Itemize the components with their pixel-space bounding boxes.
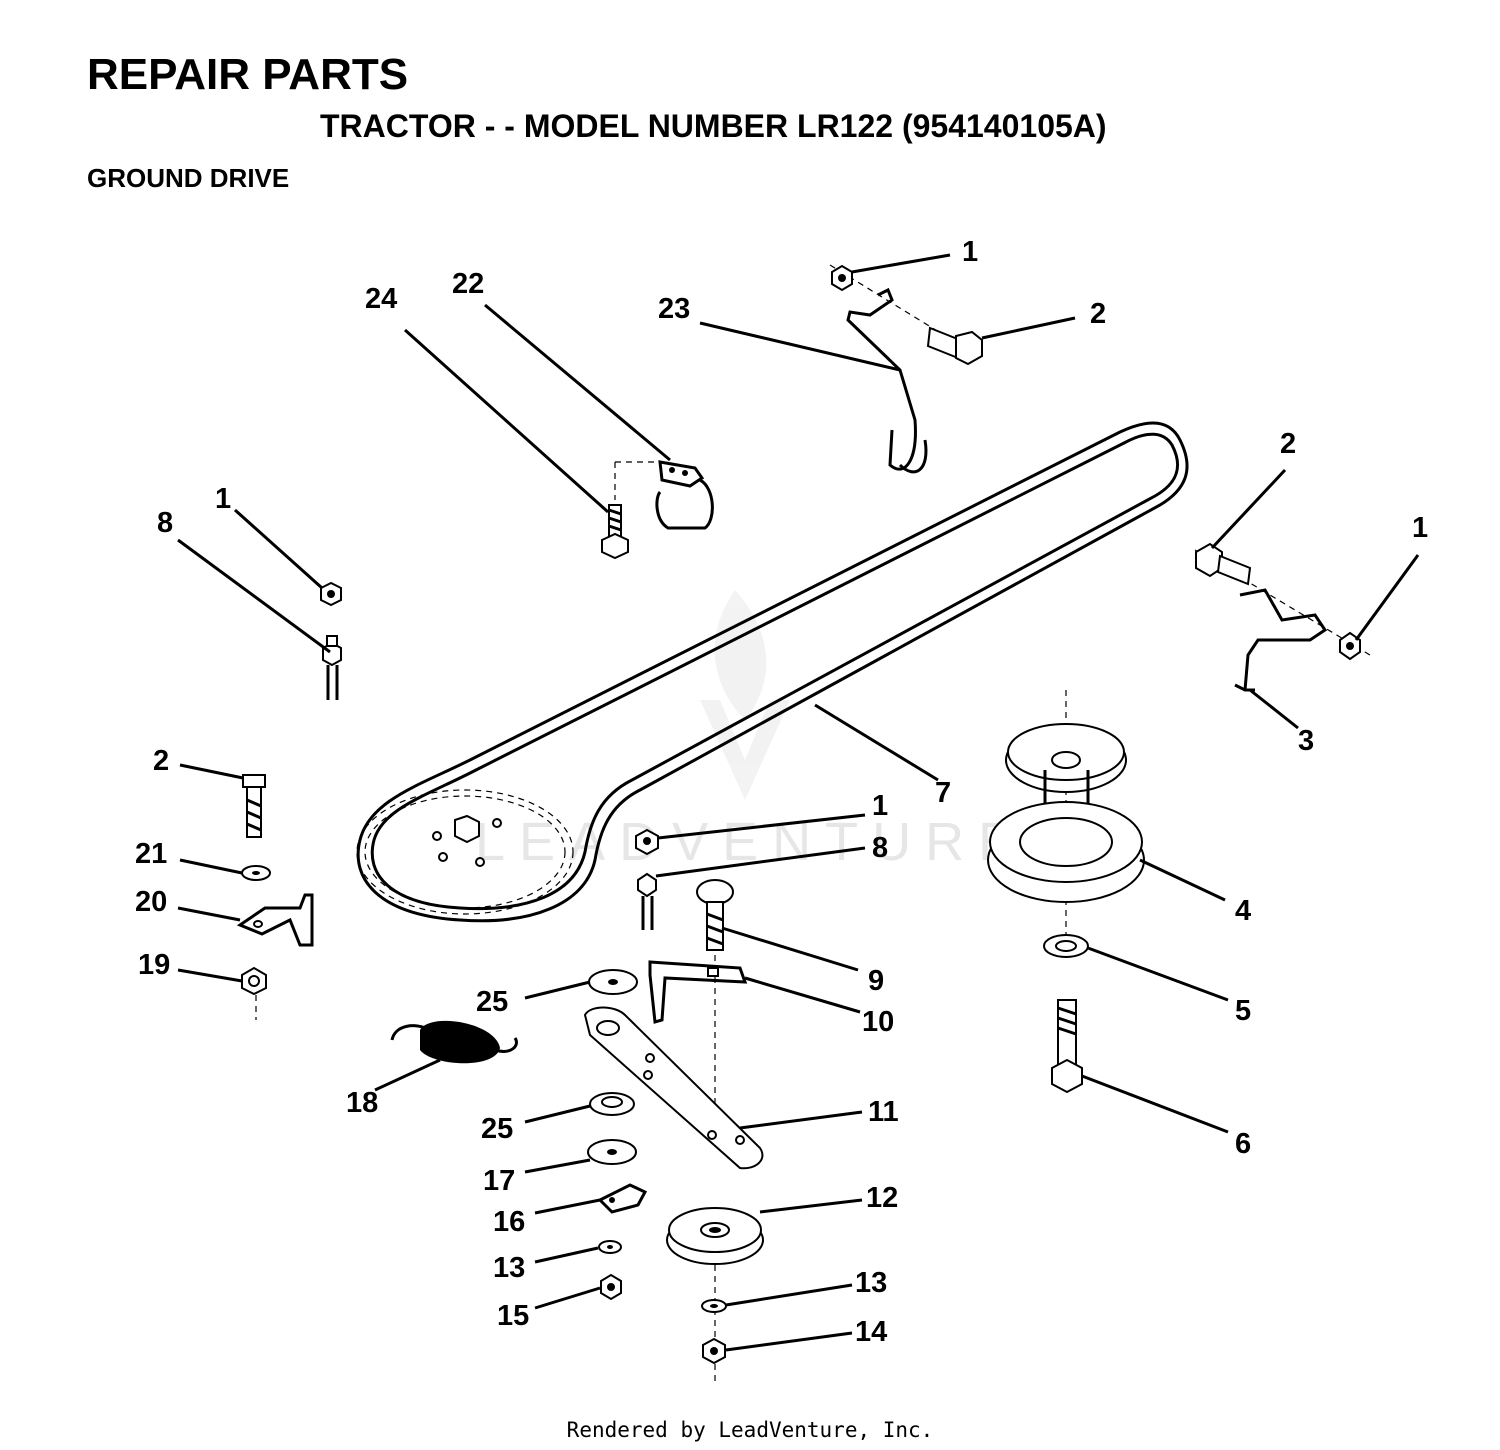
callout-label: 17 <box>483 1165 515 1197</box>
callout-label: 9 <box>868 965 884 997</box>
callout-label: 3 <box>1298 725 1314 757</box>
callout-label: 11 <box>868 1096 899 1128</box>
parts-diagram: LEADVENTURE <box>135 236 1428 1385</box>
callout-label: 1 <box>962 236 978 268</box>
spring-part-18 <box>390 1020 518 1064</box>
callout-label: 13 <box>493 1252 525 1284</box>
callout-label: 8 <box>157 507 173 539</box>
callout-label: 13 <box>855 1267 887 1299</box>
callout-label: 16 <box>493 1206 525 1238</box>
watermark-text: LEADVENTURE <box>475 812 1028 872</box>
nut-part-15 <box>600 1273 622 1301</box>
callout-label: 15 <box>497 1300 529 1332</box>
callout-label: 21 <box>135 838 167 870</box>
washer-part-17 <box>587 1139 637 1165</box>
pulley-part-4 <box>987 690 1145 935</box>
callout-label: 23 <box>658 293 690 325</box>
callout-label: 25 <box>481 1113 513 1145</box>
callout-label: 22 <box>452 268 484 300</box>
callout-label: 20 <box>135 886 167 918</box>
stud-part-8-middle <box>637 872 657 930</box>
washer-part-21 <box>241 865 271 881</box>
bolt-part-2-left <box>242 774 266 838</box>
nut-part-1-middle <box>635 828 659 856</box>
callout-label: 1 <box>872 790 888 822</box>
callout-label: 2 <box>1280 428 1296 460</box>
callout-label: 2 <box>1090 298 1106 330</box>
callout-label: 2 <box>153 745 169 777</box>
belt-guide-part-22 <box>614 460 714 530</box>
callout-label: 18 <box>346 1087 378 1119</box>
washer-part-13-right <box>701 1299 727 1313</box>
idler-pulley-part-12 <box>666 1207 764 1385</box>
callout-label: 14 <box>855 1316 887 1348</box>
washer-part-5 <box>1043 934 1089 958</box>
callout-label: 4 <box>1235 895 1251 927</box>
bolt-part-24 <box>601 504 629 560</box>
stud-part-8-left <box>320 581 342 700</box>
callout-label: 1 <box>215 483 231 515</box>
belt-guide-part-23 <box>829 264 983 474</box>
callout-label: 1 <box>1412 512 1428 544</box>
callout-label: 8 <box>872 832 888 864</box>
callout-label: 19 <box>138 949 170 981</box>
section-title: GROUND DRIVE <box>87 163 290 193</box>
clip-part-16 <box>597 1183 648 1214</box>
nut-part-14 <box>702 1337 726 1365</box>
callout-label: 7 <box>935 777 951 809</box>
callout-label: 25 <box>476 986 508 1018</box>
callout-label: 12 <box>866 1182 898 1214</box>
callout-label: 24 <box>365 283 397 315</box>
callout-label: 6 <box>1235 1128 1251 1160</box>
callout-label: 10 <box>862 1006 894 1038</box>
washer-part-13-left <box>598 1240 622 1254</box>
page-title: REPAIR PARTS <box>87 50 409 99</box>
watermark-logo-icon <box>700 590 790 800</box>
idler-arm-part-11 <box>583 1006 764 1170</box>
bushing-part-25-top <box>588 969 638 995</box>
callout-labels: 1 2 23 22 24 2 1 8 1 3 7 2 1 8 4 21 9 20… <box>135 236 1428 1348</box>
belt-guide-part-3 <box>1194 542 1371 692</box>
footer-credit: Rendered by LeadVenture, Inc. <box>566 1418 934 1442</box>
bolt-part-6 <box>1051 999 1083 1094</box>
bracket-part-10 <box>648 960 748 1024</box>
model-subtitle: TRACTOR - - MODEL NUMBER LR122 (95414010… <box>320 108 1107 144</box>
bushing-part-25-bottom <box>589 1092 635 1116</box>
nut-part-19 <box>241 966 267 1020</box>
leader-lines <box>177 253 1420 1352</box>
bracket-part-20 <box>236 893 314 947</box>
belt-part-7 <box>356 421 1189 923</box>
callout-label: 5 <box>1235 995 1251 1027</box>
